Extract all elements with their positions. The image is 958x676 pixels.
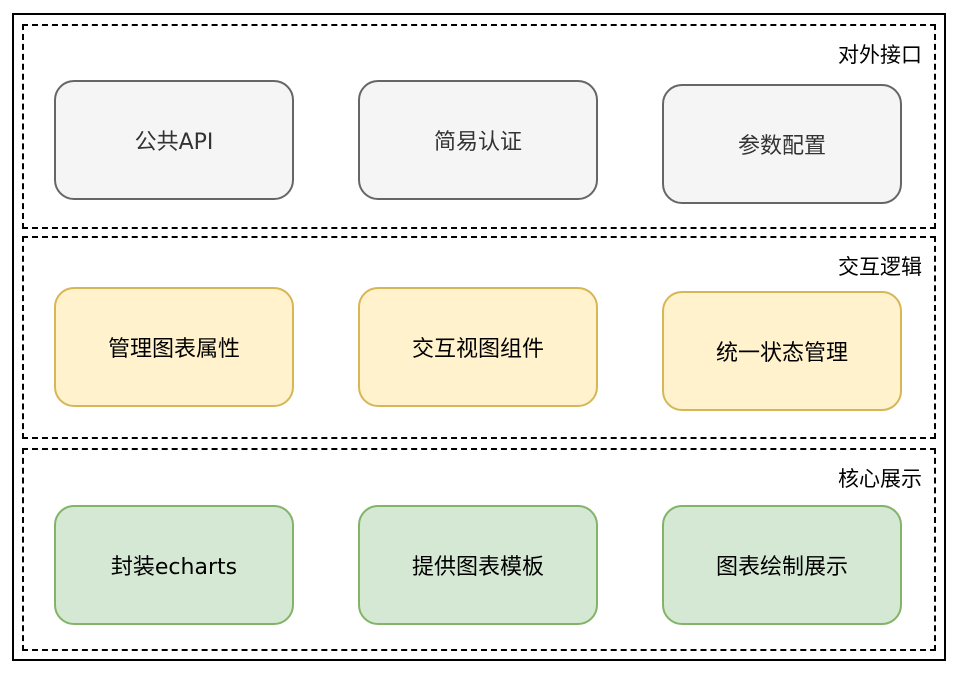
layer-title: 对外接口 (838, 43, 922, 67)
box-interactive-view-components: 交互视图组件 (358, 287, 598, 407)
box-wrap-echarts: 封装echarts (54, 505, 294, 625)
box-label: 统一状态管理 (715, 341, 848, 366)
box-simple-auth: 简易认证 (358, 80, 598, 200)
layer-interaction-logic: 交互逻辑 (22, 236, 936, 439)
box-chart-rendering: 图表绘制展示 (662, 505, 902, 625)
box-label: 公共API (134, 130, 214, 155)
box-label: 管理图表属性 (107, 337, 240, 362)
box-label: 提供图表模板 (411, 555, 544, 580)
box-label: 简易认证 (433, 130, 522, 155)
box-label: 参数配置 (737, 134, 826, 159)
box-label: 封装echarts (110, 555, 238, 580)
box-public-api: 公共API (54, 80, 294, 200)
box-param-config: 参数配置 (662, 84, 902, 204)
box-chart-templates: 提供图表模板 (358, 505, 598, 625)
layer-title: 核心展示 (838, 467, 922, 491)
box-manage-chart-props: 管理图表属性 (54, 287, 294, 407)
box-label: 交互视图组件 (411, 337, 544, 362)
layer-external-interface: 对外接口 (22, 24, 936, 229)
box-label: 图表绘制展示 (715, 555, 848, 580)
layer-core-display: 核心展示 (22, 448, 936, 651)
layer-title: 交互逻辑 (838, 255, 922, 279)
box-unified-state-management: 统一状态管理 (662, 291, 902, 411)
